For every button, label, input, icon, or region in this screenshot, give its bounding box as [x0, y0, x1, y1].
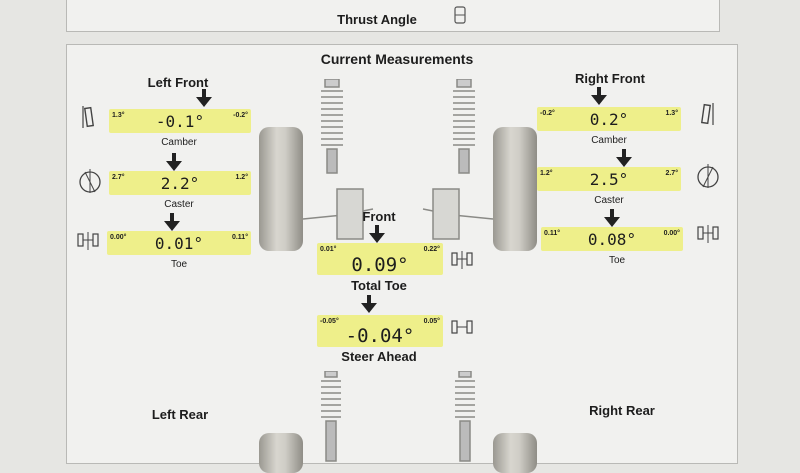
right-front-toe-max: 0.00° [663, 230, 680, 237]
left-front-toe-max: 0.11° [231, 234, 248, 241]
caster-wheel-icon [697, 164, 719, 188]
steer-vehicle-icon [451, 320, 473, 334]
left-rear-tire-graphic [259, 433, 303, 473]
total-toe-min: 0.01° [320, 246, 337, 253]
right-front-caster-value: 2.5° [589, 170, 629, 189]
total-toe-bar: 0.01° 0.22° 0.09° [317, 243, 443, 276]
total-toe-value: 0.09° [351, 254, 409, 276]
right-front-caster-min: 1.2° [540, 170, 553, 177]
right-front-toe-label: Toe [608, 255, 626, 266]
left-front-caster-label: Caster [164, 199, 194, 210]
right-front-caster-max: 2.7° [665, 170, 678, 177]
steer-ahead-value: -0.04° [345, 325, 415, 347]
steer-ahead-label: Steer Ahead [341, 349, 417, 364]
panel-title: Current Measurements [320, 51, 474, 67]
left-front-caster-bar: 2.7° 1.2° 2.2° [109, 171, 251, 195]
right-front-camber-label: Camber [591, 135, 627, 146]
total-toe-max: 0.22° [423, 246, 440, 253]
vehicle-icon [454, 6, 466, 24]
left-front-caster-min: 2.7° [112, 174, 125, 181]
left-front-camber-bar: 1.3° -0.2° -0.1° [109, 109, 251, 133]
right-front-caster-label: Caster [594, 195, 624, 206]
right-front-tire-graphic [493, 127, 537, 251]
right-front-camber-max: 1.3° [665, 110, 678, 117]
left-front-caster-arrow [166, 153, 182, 171]
camber-wheel-icon [82, 106, 95, 128]
rear-suspension-graphic [321, 371, 475, 462]
caster-wheel-icon [79, 169, 101, 193]
left-front-toe-bar: 0.00° 0.11° 0.01° [107, 231, 251, 255]
right-rear-tire-graphic [493, 433, 537, 473]
left-rear-title: Left Rear [151, 407, 209, 422]
left-front-camber-min: 1.3° [112, 112, 125, 119]
right-front-toe-arrow [604, 209, 620, 227]
left-front-camber-value: -0.1° [155, 112, 205, 131]
left-front-camber-arrow [196, 89, 212, 107]
current-measurements-panel: Current Measurements Left Front [66, 44, 738, 473]
total-toe-arrow [369, 225, 385, 243]
front-suspension-graphic [303, 79, 493, 240]
left-front-tire-graphic [259, 127, 303, 251]
right-front-toe-min: 0.11° [544, 230, 561, 237]
left-front-toe-min: 0.00° [110, 234, 127, 241]
toe-vehicle-icon [77, 232, 99, 250]
steer-ahead-min: -0.05° [320, 318, 339, 325]
left-front-camber-label: Camber [161, 137, 197, 148]
camber-wheel-icon [700, 103, 714, 125]
right-front-toe-value: 0.08° [587, 230, 637, 249]
left-front-camber-max: -0.2° [233, 112, 248, 119]
left-front-toe-value: 0.01° [154, 234, 204, 253]
thrust-angle-panel: Thrust Angle [66, 0, 720, 32]
front-title: Front [362, 209, 396, 224]
toe-vehicle-icon [451, 251, 473, 269]
total-toe-label: Total Toe [351, 278, 407, 293]
right-front-camber-bar: -0.2° 1.3° 0.2° [537, 107, 681, 131]
thrust-angle-label: Thrust Angle [337, 12, 417, 27]
left-front-toe-label: Toe [170, 259, 188, 270]
steer-ahead-max: 0.05° [423, 318, 440, 325]
right-front-title: Right Front [574, 71, 646, 86]
steer-ahead-bar: -0.05° 0.05° -0.04° [317, 315, 443, 347]
right-rear-title: Right Rear [589, 403, 655, 418]
left-front-title: Left Front [147, 75, 209, 90]
right-front-caster-arrow [616, 149, 632, 167]
left-front-toe-arrow [164, 213, 180, 231]
right-front-toe-bar: 0.11° 0.00° 0.08° [541, 227, 683, 251]
right-front-camber-arrow [591, 87, 607, 105]
right-front-camber-value: 0.2° [589, 110, 629, 129]
right-front-camber-min: -0.2° [540, 110, 555, 117]
left-front-caster-max: 1.2° [235, 174, 248, 181]
toe-vehicle-icon [697, 225, 719, 243]
steer-ahead-arrow [361, 295, 377, 313]
right-front-caster-bar: 1.2° 2.7° 2.5° [537, 167, 681, 191]
left-front-caster-value: 2.2° [160, 174, 200, 193]
